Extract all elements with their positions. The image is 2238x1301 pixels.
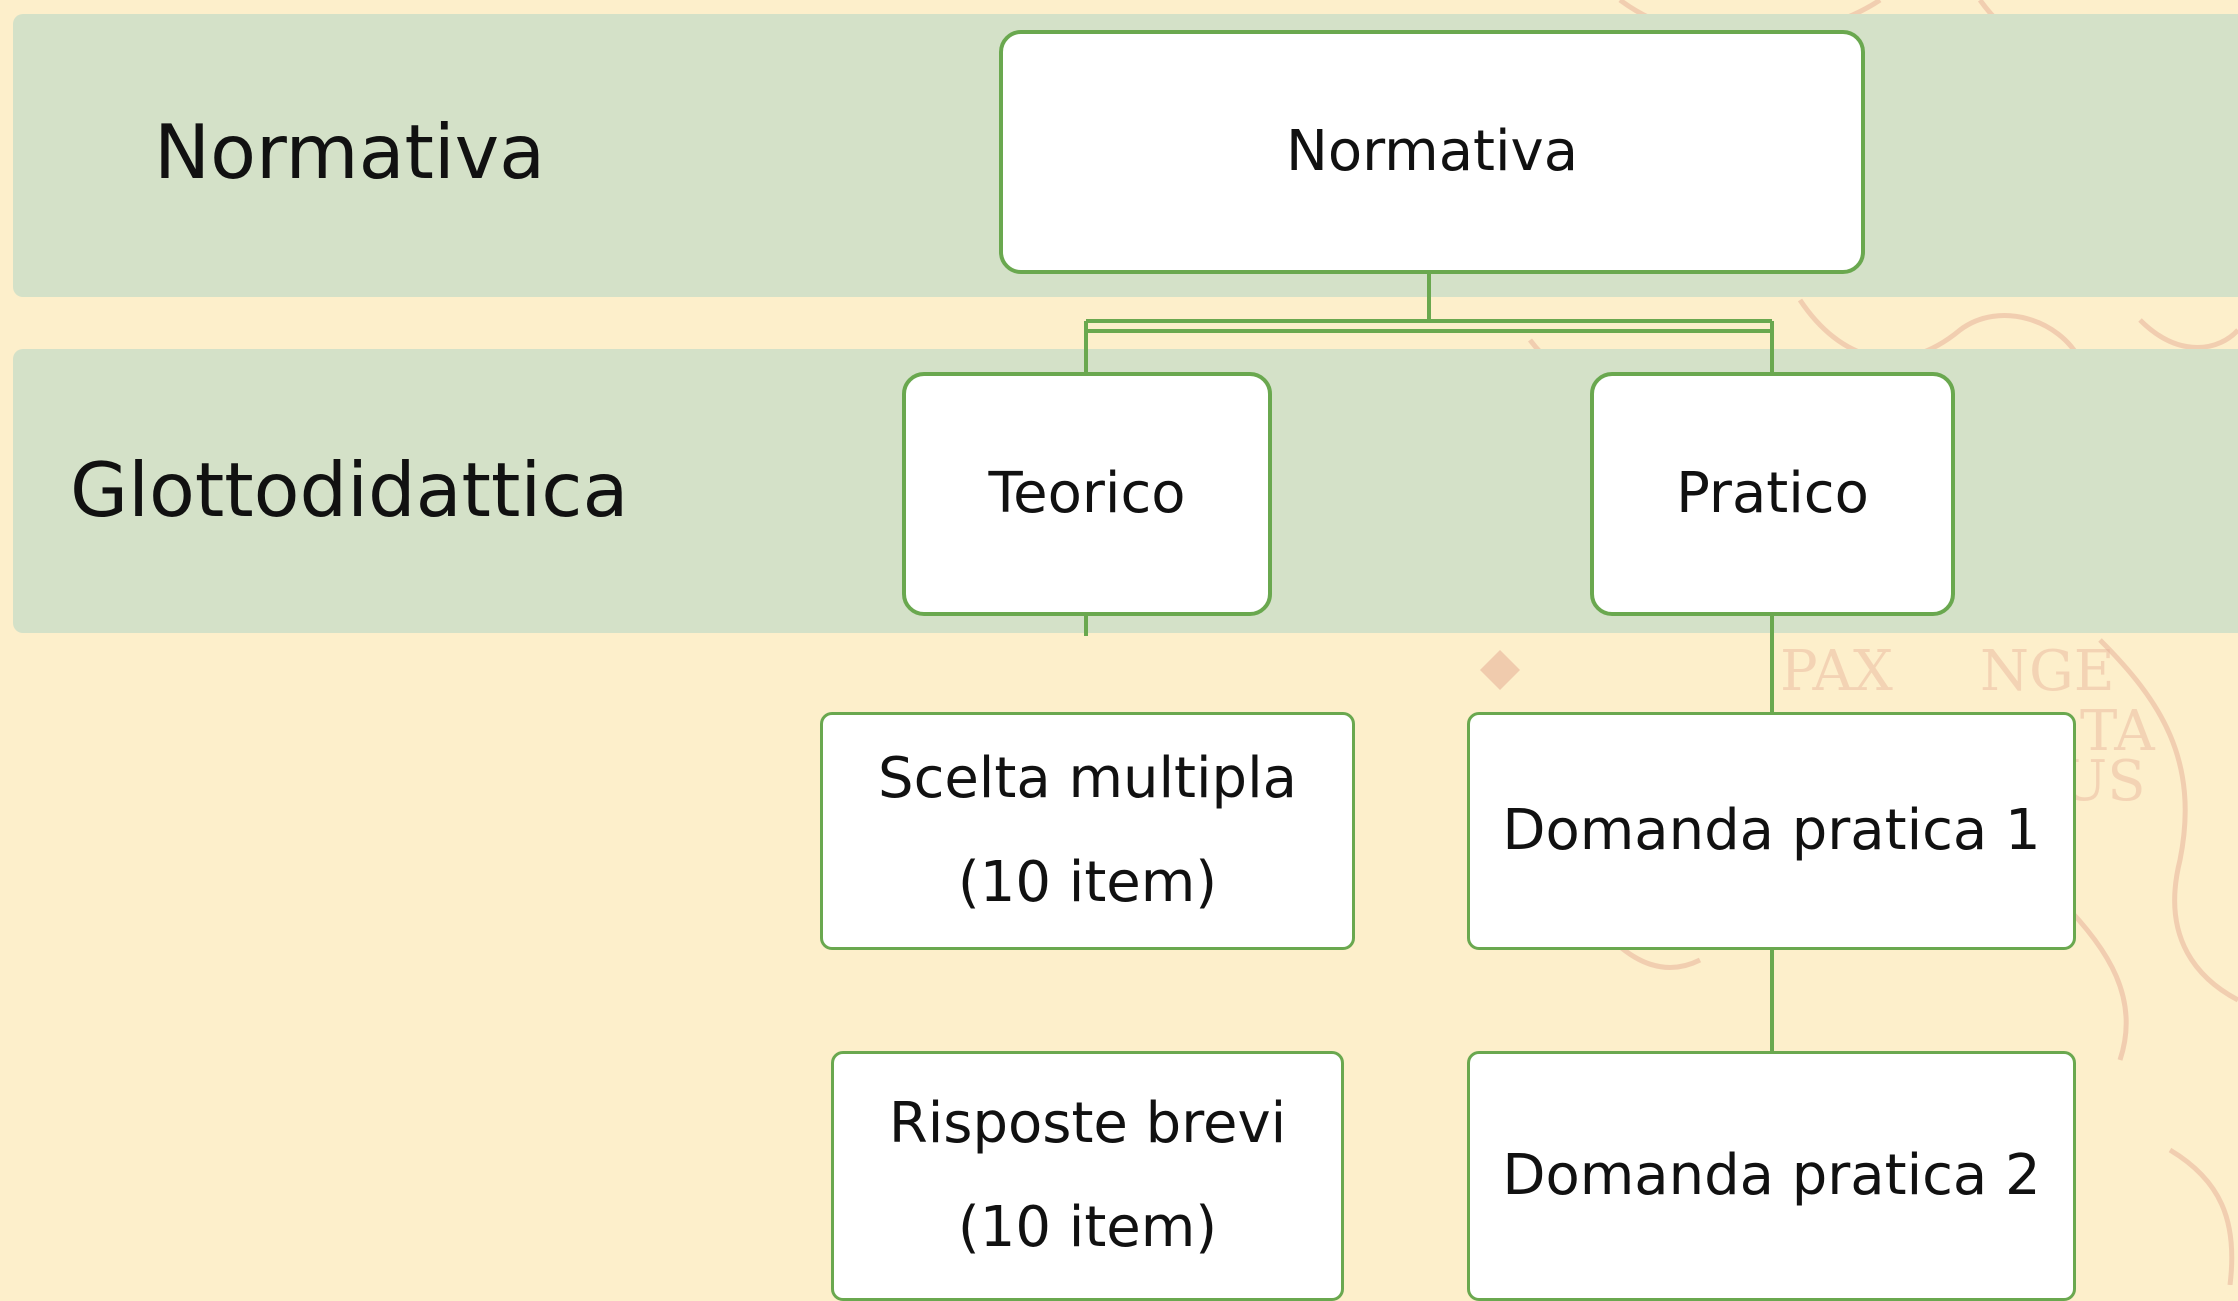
node-domanda-pratica-1: Domanda pratica 1 bbox=[1467, 712, 2076, 950]
node-teorico: Teorico bbox=[902, 372, 1272, 616]
node-teorico-label: Teorico bbox=[988, 460, 1186, 526]
node-risposte-brevi-line1: Risposte brevi bbox=[888, 1090, 1287, 1156]
node-normativa: Normativa bbox=[999, 30, 1865, 274]
level-label-normativa: Normativa bbox=[154, 108, 546, 196]
node-pratico-label: Pratico bbox=[1676, 460, 1869, 526]
node-scelta-multipla-line1: Scelta multipla bbox=[878, 745, 1297, 811]
node-domanda-pratica-2: Domanda pratica 2 bbox=[1467, 1051, 2076, 1301]
node-scelta-multipla: Scelta multipla (10 item) bbox=[820, 712, 1355, 950]
node-pratico: Pratico bbox=[1590, 372, 1955, 616]
node-risposte-brevi: Risposte brevi (10 item) bbox=[831, 1051, 1344, 1301]
node-normativa-label: Normativa bbox=[1285, 118, 1579, 184]
node-domanda-pratica-1-label: Domanda pratica 1 bbox=[1502, 797, 2041, 863]
level-label-glottodidattica: Glottodidattica bbox=[70, 446, 629, 534]
node-domanda-pratica-2-label: Domanda pratica 2 bbox=[1502, 1142, 2041, 1208]
node-scelta-multipla-line2: (10 item) bbox=[957, 850, 1218, 915]
node-risposte-brevi-line2: (10 item) bbox=[957, 1195, 1218, 1260]
